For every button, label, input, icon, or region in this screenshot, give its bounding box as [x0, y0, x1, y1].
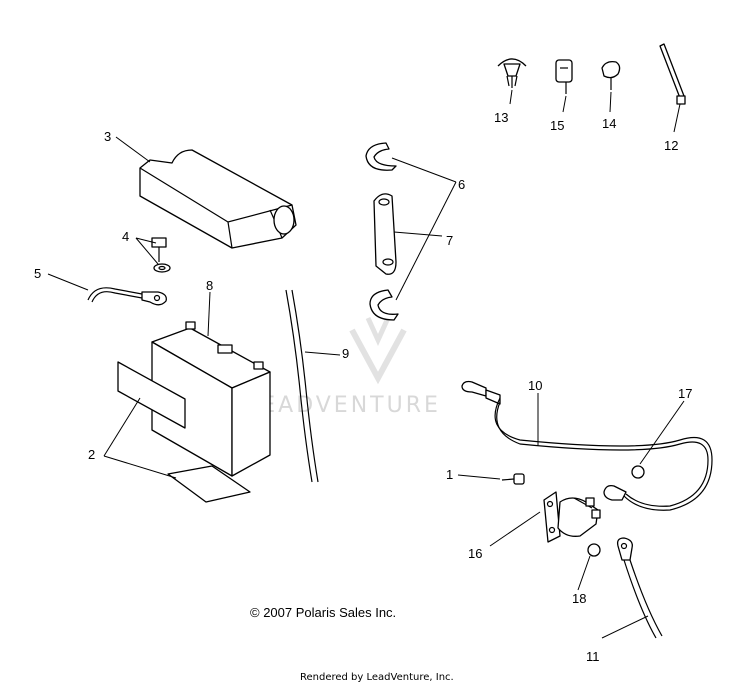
callout-8: 8 [206, 278, 213, 293]
callout-17: 17 [678, 386, 692, 401]
solenoid-screw[interactable] [501, 473, 525, 485]
callout-labels: 1 2 3 4 5 6 7 8 9 10 11 12 13 14 15 16 1… [34, 110, 692, 664]
terminal-nut-17[interactable] [631, 465, 645, 479]
cable-tie[interactable] [659, 43, 686, 105]
callout-1: 1 [446, 467, 453, 482]
callout-5: 5 [34, 266, 41, 281]
retainer-clip-upper[interactable] [365, 142, 397, 171]
battery-cable-positive[interactable] [461, 380, 713, 511]
callout-7: 7 [446, 233, 453, 248]
starter-solenoid[interactable] [543, 491, 601, 543]
leader-lines [47, 89, 685, 639]
callout-16: 16 [468, 546, 482, 561]
terminal-nut-18[interactable] [587, 543, 601, 557]
push-rivet-clip[interactable] [497, 58, 527, 88]
callout-2: 2 [88, 447, 95, 462]
starter-cable[interactable] [616, 537, 663, 639]
callout-9: 9 [342, 346, 349, 361]
callout-4: 4 [122, 229, 129, 244]
wire-connector[interactable] [555, 59, 573, 94]
watermark-text: LEADVENTURE [246, 393, 441, 418]
battery-bolt[interactable] [151, 237, 171, 273]
callout-12: 12 [664, 138, 678, 153]
callout-6: 6 [458, 177, 465, 192]
callout-15: 15 [550, 118, 564, 133]
callout-14: 14 [602, 116, 616, 131]
callout-10: 10 [528, 378, 542, 393]
battery[interactable] [151, 321, 271, 477]
fir-tree-clip[interactable] [601, 60, 621, 90]
copyright-notice: © 2007 Polaris Sales Inc. [250, 605, 396, 620]
battery-strap[interactable] [373, 193, 397, 275]
battery-cover[interactable] [139, 149, 297, 249]
battery-cable-negative[interactable] [87, 287, 167, 306]
callout-13: 13 [494, 110, 508, 125]
callout-18: 18 [572, 591, 586, 606]
render-credit: Rendered by LeadVenture, Inc. [300, 672, 454, 683]
callout-3: 3 [104, 129, 111, 144]
battery-label-decal[interactable] [117, 361, 251, 503]
watermark-logo [349, 316, 407, 385]
retainer-clip-lower[interactable] [369, 289, 399, 321]
callout-11: 11 [586, 649, 600, 664]
vent-tube[interactable] [285, 289, 319, 483]
